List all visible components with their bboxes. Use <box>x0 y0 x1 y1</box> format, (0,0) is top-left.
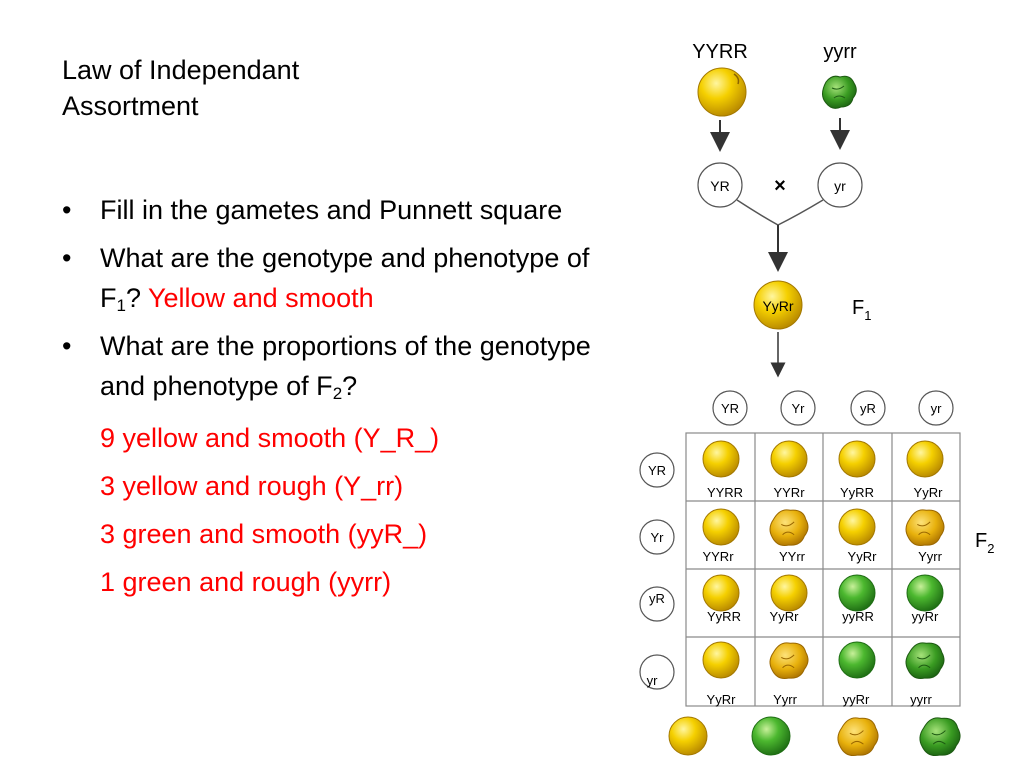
punnett-labels: YYRR YYRr YyRR YyRr YYRr YYrr YyRr Yyrr … <box>702 485 943 707</box>
gamete-left-circle <box>697 162 743 208</box>
bullet-text-1: Fill in the gametes and Punnett square <box>100 195 563 225</box>
punnett-seed-icon <box>702 641 740 679</box>
f2-label: F2 <box>975 530 994 556</box>
punnett-seed-icon <box>838 641 876 679</box>
punnett-seeds <box>702 440 945 679</box>
cell-label-3-4: yyRr <box>912 609 939 624</box>
cell-label-2-4: Yyrr <box>918 549 943 564</box>
cell-label-1-1: YYRR <box>707 485 743 500</box>
cell-label-4-4: yyrr <box>910 692 932 707</box>
punnett-seed-icon <box>702 440 740 478</box>
bullet-3-suffix: ? <box>342 371 358 401</box>
cell-label-4-2: Yyrr <box>773 692 798 707</box>
bullet-marker: • <box>62 331 72 361</box>
gamete-right-circle <box>817 162 863 208</box>
green-rough-seed-icon <box>822 75 857 109</box>
punnett-seed-icon <box>838 508 876 546</box>
punnett-seed-icon <box>770 574 808 612</box>
punnett-seed-icon <box>905 642 945 679</box>
bullet-item-2: • What are the genotype and phenotype of… <box>62 238 602 318</box>
row-gamete-4: yr <box>647 673 659 688</box>
bullet-marker: • <box>62 195 72 225</box>
key-green-rough-seed-icon <box>919 717 961 757</box>
key-green-smooth-seed-icon <box>751 716 791 756</box>
row-gamete-1: YR <box>648 463 666 478</box>
phenotype-key <box>668 716 961 757</box>
col-gamete-3: yR <box>860 401 876 416</box>
cell-label-4-1: YyRr <box>707 692 737 707</box>
col-gamete-4: yr <box>931 401 943 416</box>
answer-4: 1 green and rough (yyrr) <box>100 567 392 597</box>
gamete-right-label: yr <box>834 178 846 194</box>
bullet-2-question-mark: ? <box>125 283 148 313</box>
parent-left-genotype: YYRR <box>692 41 748 63</box>
slide-title: Law of Independant Assortment <box>62 52 422 124</box>
answer-list: 9 yellow and smooth (Y_R_) 3 yellow and … <box>62 414 602 606</box>
cell-label-3-2: YyRr <box>770 609 800 624</box>
punnett-seed-icon <box>770 440 808 478</box>
row-gametes: YR Yr yR yr <box>639 452 675 690</box>
cross-symbol: × <box>774 175 786 197</box>
punnett-grid <box>685 432 961 707</box>
key-yellow-rough-seed-icon <box>837 717 879 757</box>
f1-genotype: YyRr <box>762 298 793 314</box>
row-gamete-2: Yr <box>651 530 665 545</box>
cell-label-3-1: YyRR <box>707 609 741 624</box>
bullet-text-2: What are the genotype and phenotype of F <box>100 243 590 313</box>
punnett-seed-icon <box>838 574 876 612</box>
punnett-seed-icon <box>905 509 945 546</box>
cell-label-2-2: YYrr <box>779 549 806 564</box>
merge-lines <box>736 199 824 226</box>
title-line-2: Assortment <box>62 91 199 121</box>
bullet-text-3: What are the proportions of the genotype… <box>100 331 591 401</box>
punnett-seed-icon <box>702 508 740 546</box>
f1-label: F1 <box>852 297 871 323</box>
cell-label-1-4: YyRr <box>914 485 944 500</box>
punnett-seed-icon <box>838 440 876 478</box>
punnett-seed-icon <box>702 574 740 612</box>
bullet-3-subscript: 2 <box>332 384 343 403</box>
punnett-seed-icon <box>906 440 944 478</box>
cell-label-1-3: YyRR <box>840 485 874 500</box>
key-yellow-smooth-seed-icon <box>668 716 708 756</box>
punnett-seed-icon <box>906 574 944 612</box>
bullet-2-subscript: 1 <box>116 296 126 315</box>
punnett-seed-icon <box>769 509 809 546</box>
cell-label-2-1: YYRr <box>702 549 734 564</box>
col-gamete-1: YR <box>721 401 739 416</box>
bullet-2-answer: Yellow and smooth <box>148 283 374 313</box>
col-gamete-2: Yr <box>792 401 806 416</box>
bullet-marker: • <box>62 243 72 273</box>
bullet-item-1: • Fill in the gametes and Punnett square <box>62 190 602 230</box>
gamete-left-label: YR <box>710 178 729 194</box>
title-line-1: Law of Independant <box>62 55 300 85</box>
parent-right-genotype: yyrr <box>823 41 857 63</box>
column-gametes: YR Yr yR yr <box>712 390 954 426</box>
cell-label-3-3: yyRR <box>842 609 874 624</box>
f1-seed-icon <box>753 280 803 330</box>
answer-3: 3 green and smooth (yyR_) <box>100 519 428 549</box>
cell-label-2-3: YyRr <box>848 549 878 564</box>
yellow-smooth-seed-icon <box>697 67 747 117</box>
cell-label-1-2: YYRr <box>773 485 805 500</box>
row-gamete-3: yR <box>649 591 665 606</box>
bullet-list: • Fill in the gametes and Punnett square… <box>62 190 602 606</box>
answer-2: 3 yellow and rough (Y_rr) <box>100 471 404 501</box>
bullet-item-3: • What are the proportions of the genoty… <box>62 326 602 406</box>
cell-label-4-3: yyRr <box>843 692 870 707</box>
answer-1: 9 yellow and smooth (Y_R_) <box>100 423 440 453</box>
punnett-seed-icon <box>769 642 809 679</box>
